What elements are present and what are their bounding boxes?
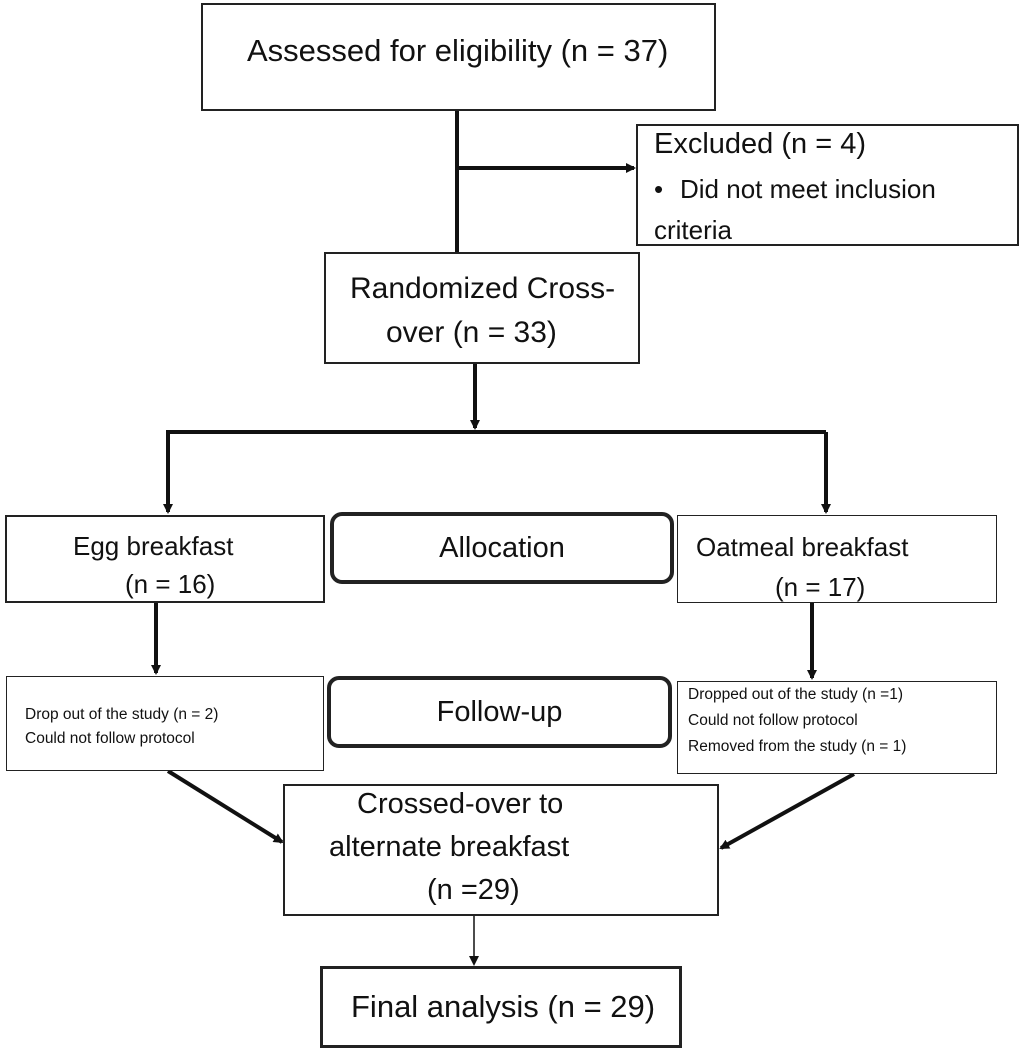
egg-count: (n = 16) <box>125 569 216 599</box>
bullet-icon: • <box>654 174 664 204</box>
allocation-phase-box: Allocation <box>330 512 674 584</box>
crossed-line3: (n =29) <box>427 874 520 906</box>
egg-label: Egg breakfast <box>73 531 234 561</box>
egg-followup-line2: Could not follow protocol <box>25 730 195 747</box>
randomized-line1: Randomized Cross- <box>350 272 616 305</box>
crossed-line1: Crossed-over to <box>357 788 564 820</box>
egg-breakfast-box: Egg breakfast (n = 16) <box>5 515 325 603</box>
randomized-box: Randomized Cross- over (n = 33) <box>324 252 640 364</box>
egg-followup-box: Drop out of the study (n = 2) Could not … <box>6 676 324 771</box>
excluded-title: Excluded (n = 4) <box>654 128 866 160</box>
followup-label: Follow-up <box>436 695 563 728</box>
randomized-line2: over (n = 33) <box>386 316 557 349</box>
excluded-reason-text: Did not meet inclusion <box>680 174 936 204</box>
crossed-line2: alternate breakfast <box>329 831 570 863</box>
arrow-egg-followup-to-crossed <box>166 769 284 844</box>
egg-followup-line1: Drop out of the study (n = 2) <box>25 706 219 723</box>
oatmeal-followup-line2: Could not follow protocol <box>688 712 858 729</box>
excluded-reason-line2: criteria <box>654 215 733 245</box>
assessed-text: Assessed for eligibility (n = 37) <box>247 33 669 68</box>
oatmeal-count: (n = 17) <box>775 572 866 602</box>
final-text: Final analysis (n = 29) <box>351 989 656 1024</box>
crossed-over-box: Crossed-over to alternate breakfast (n =… <box>283 784 719 916</box>
oatmeal-label: Oatmeal breakfast <box>696 532 909 562</box>
oatmeal-breakfast-box: Oatmeal breakfast (n = 17) <box>677 515 997 603</box>
oatmeal-followup-line1: Dropped out of the study (n =1) <box>688 686 903 703</box>
excluded-reason-line1: • Did not meet inclusion <box>654 174 936 205</box>
assessed-box: Assessed for eligibility (n = 37) <box>201 3 716 111</box>
oatmeal-followup-line3: Removed from the study (n = 1) <box>688 738 907 755</box>
arrow-oatmeal-followup-to-crossed <box>719 772 855 850</box>
allocation-label: Allocation <box>439 531 565 564</box>
oatmeal-followup-box: Dropped out of the study (n =1) Could no… <box>677 681 997 774</box>
final-analysis-box: Final analysis (n = 29) <box>320 966 682 1048</box>
excluded-box: Excluded (n = 4) • Did not meet inclusion… <box>636 124 1019 246</box>
followup-phase-box: Follow-up <box>327 676 672 748</box>
